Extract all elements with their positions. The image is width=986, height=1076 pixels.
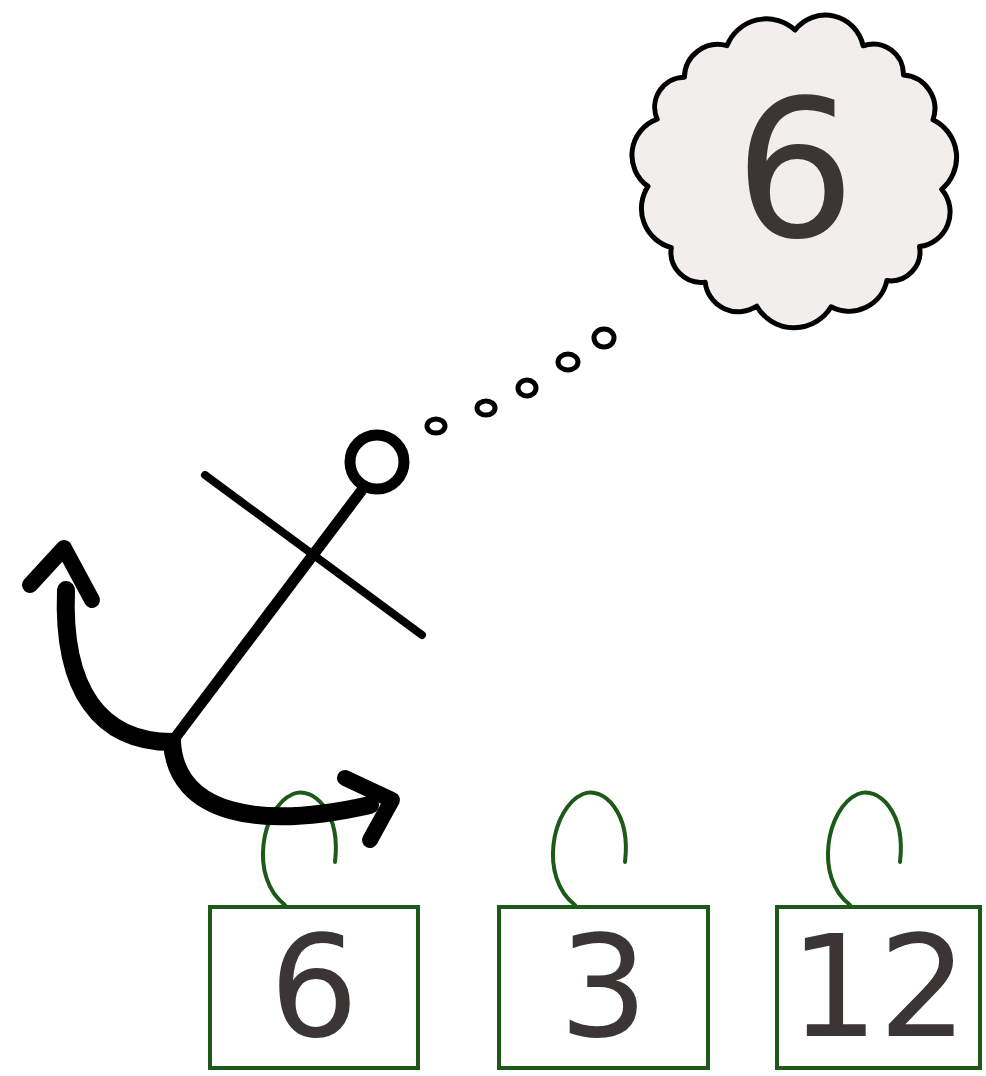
anchor-symbol <box>30 435 422 840</box>
number-tag: 12 <box>775 905 982 1070</box>
anchor-ring <box>350 435 404 489</box>
thought-trail <box>427 329 614 433</box>
anchor-shank <box>172 490 362 742</box>
number-label: 6 <box>269 918 358 1058</box>
cloud-shape <box>632 15 957 328</box>
anchor-fluke <box>30 548 92 600</box>
number-tag: 3 <box>497 905 710 1070</box>
number-label: 3 <box>559 918 648 1058</box>
hook-loop <box>828 793 901 905</box>
number-tag: 6 <box>208 905 420 1070</box>
number-label: 12 <box>789 918 967 1058</box>
number-label: 6 <box>735 76 856 266</box>
hook-loop <box>553 793 626 905</box>
thought-cloud: 6 <box>625 8 965 333</box>
anchor-arm <box>66 590 172 742</box>
anchor-fluke <box>345 778 392 840</box>
